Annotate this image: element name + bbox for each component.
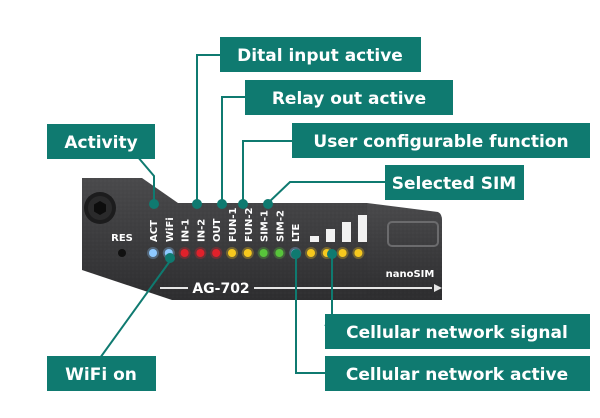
led-blue bbox=[149, 249, 157, 257]
callout-selected-sim-text: Selected SIM bbox=[392, 174, 516, 194]
led-red bbox=[212, 249, 221, 257]
callout-wifi-on-text: WiFi on bbox=[65, 365, 137, 385]
led-label-sim-2: SIM-2 bbox=[275, 210, 286, 242]
led-green bbox=[259, 249, 268, 257]
signal-bar bbox=[342, 222, 351, 242]
connector-dot bbox=[263, 199, 273, 209]
model-line bbox=[160, 284, 442, 292]
led-label-sim-1: SIM-1 bbox=[260, 210, 271, 242]
callout-relay-out-text: Relay out active bbox=[272, 89, 426, 109]
connector-dot bbox=[192, 199, 202, 209]
connector-dot bbox=[149, 199, 159, 209]
led-label-lte: LTE bbox=[291, 223, 302, 242]
led-labels: ACT WiFi IN-1 IN-2 OUT FUN-1 FUN-2 SIM-1 SIM-2 LT… bbox=[149, 208, 302, 242]
led-label-act: ACT bbox=[149, 220, 160, 242]
signal-bar bbox=[358, 215, 367, 242]
connector-dots bbox=[149, 199, 337, 263]
led-red bbox=[196, 249, 205, 257]
led-label-wifi: WiFi bbox=[165, 217, 176, 242]
callout-user-function: User configurable function bbox=[292, 123, 590, 158]
reset-button[interactable] bbox=[118, 249, 126, 257]
connector-dot bbox=[165, 253, 175, 263]
callout-activity: Activity bbox=[47, 124, 155, 159]
signal-bar bbox=[326, 229, 335, 242]
led-yellow bbox=[243, 249, 252, 257]
callout-cellular-signal: Cellular network signal bbox=[325, 314, 590, 349]
connector-activity bbox=[136, 155, 155, 202]
led-red bbox=[180, 249, 189, 257]
signal-bar bbox=[310, 236, 319, 242]
callout-digital-input-text: Dital input active bbox=[237, 46, 403, 66]
connector-dot bbox=[238, 199, 248, 209]
led-yellow bbox=[228, 249, 236, 257]
callout-user-function-text: User configurable function bbox=[313, 132, 568, 152]
led-label-fun-2: FUN-2 bbox=[244, 208, 255, 242]
callout-activity-text: Activity bbox=[64, 133, 137, 153]
callout-relay-out: Relay out active bbox=[245, 80, 453, 115]
led-label-fun-1: FUN-1 bbox=[228, 208, 239, 242]
signal-bars bbox=[310, 215, 367, 242]
connector-dot bbox=[327, 249, 337, 259]
res-label: RES bbox=[111, 233, 133, 244]
callout-digital-input: Dital input active bbox=[220, 37, 421, 72]
led-green bbox=[275, 249, 284, 257]
led-yellow bbox=[338, 249, 347, 257]
led-label-in-1: IN-1 bbox=[181, 219, 192, 242]
connector-dot bbox=[217, 199, 227, 209]
led-yellow bbox=[307, 249, 315, 257]
nanosim-label: nanoSIM bbox=[386, 269, 435, 280]
callout-cellular-active: Cellular network active bbox=[325, 356, 590, 391]
reset-screw-icon bbox=[84, 192, 116, 224]
callout-cellular-signal-text: Cellular network signal bbox=[346, 323, 568, 343]
connector-cellular-active bbox=[295, 257, 330, 374]
nanosim-slot[interactable] bbox=[387, 221, 439, 247]
connector-user-function bbox=[242, 140, 292, 202]
callout-cellular-active-text: Cellular network active bbox=[346, 365, 568, 385]
led-label-out: OUT bbox=[212, 218, 223, 242]
connector-dot bbox=[291, 249, 301, 259]
led-yellow bbox=[354, 249, 363, 257]
connector-wifi-on bbox=[99, 260, 171, 359]
model-name: AG-702 bbox=[192, 281, 249, 297]
connector-relay-out bbox=[221, 96, 245, 202]
sim-tray bbox=[367, 203, 442, 295]
callout-selected-sim: Selected SIM bbox=[385, 165, 524, 200]
connector-selected-sim bbox=[267, 181, 385, 204]
callout-wifi-on: WiFi on bbox=[47, 356, 156, 391]
led-label-in-2: IN-2 bbox=[196, 219, 207, 242]
connector-digital-input bbox=[196, 54, 220, 202]
